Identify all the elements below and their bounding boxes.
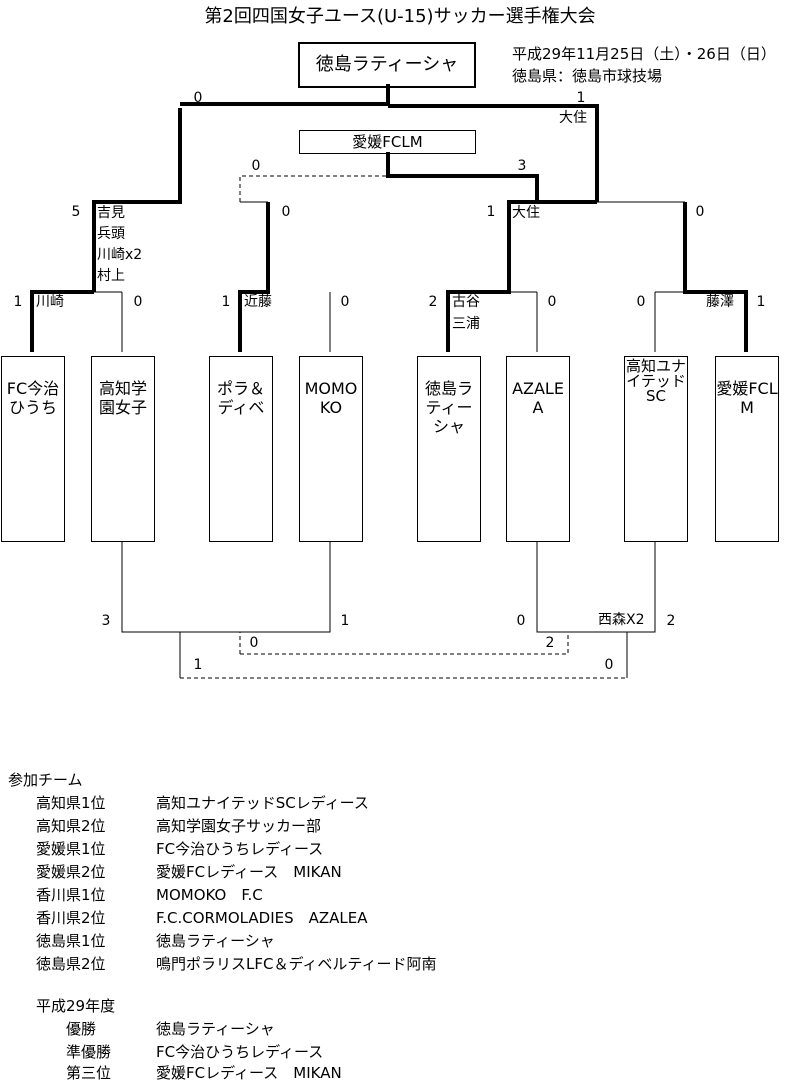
participant-rank: 高知県1位 — [36, 794, 106, 812]
result-rank: 第三位 — [66, 1064, 112, 1082]
result-rank: 準優勝 — [66, 1043, 112, 1061]
participant-rank: 徳島県1位 — [36, 932, 106, 950]
result-team: FC今治ひうちレディース — [156, 1043, 324, 1061]
scorer-sf1-2: 兵頭 — [97, 226, 125, 242]
scorer-qf1: 川崎 — [36, 294, 64, 310]
participant-rank: 徳島県2位 — [36, 955, 106, 973]
score-qf4-right: 1 — [756, 294, 766, 310]
score-cons-b-left: 0 — [516, 613, 526, 629]
participant-rank: 香川県2位 — [36, 909, 106, 927]
score-cons-a-right: 1 — [340, 613, 350, 629]
score-cons-c-left: 0 — [249, 635, 259, 651]
tournament-venue: 徳島県：徳島市球技場 — [512, 67, 663, 85]
team-name: 徳島ラティーシャ — [424, 379, 473, 436]
score-qf3-left: 2 — [428, 294, 438, 310]
scorer-sf1-3: 川崎x2 — [97, 247, 143, 263]
score-cons-c-right: 2 — [545, 635, 555, 651]
participant-team: 愛媛FCレディース MIKAN — [156, 863, 342, 881]
score-sf2-right: 0 — [695, 204, 705, 220]
team-name: AZALEA — [512, 379, 564, 417]
team-name: FC今治ひうち — [6, 379, 60, 417]
score-third-left: 0 — [251, 158, 261, 174]
score-qf1-right: 0 — [133, 294, 143, 310]
score-sf1-left: 5 — [71, 204, 81, 220]
scorer-qf3-2: 三浦 — [452, 316, 480, 332]
score-cons-d-left: 1 — [193, 657, 203, 673]
score-final-right: 1 — [576, 90, 586, 106]
team-box: 愛媛FCLM — [715, 356, 779, 542]
team-box: AZALEA — [506, 356, 570, 542]
participant-rank: 愛媛県2位 — [36, 863, 106, 881]
participant-team: MOMOKO F.C — [156, 886, 263, 904]
score-final-left: 0 — [193, 90, 203, 106]
scorer-qf3-1: 古谷 — [452, 294, 480, 310]
team-box: 高知ユナイテッドSC — [624, 356, 688, 542]
results-heading: 平成29年度 — [36, 997, 116, 1015]
scorer-final: 大住 — [559, 110, 587, 126]
team-box: FC今治ひうち — [1, 356, 65, 542]
team-name: 愛媛FCLM — [716, 379, 778, 417]
team-name: ポラ＆ディベ — [216, 379, 265, 417]
score-qf4-left: 0 — [636, 294, 646, 310]
scorer-sf2: 大住 — [512, 205, 540, 221]
team-box: 徳島ラティーシャ — [417, 356, 481, 542]
participant-team: 徳島ラティーシャ — [156, 932, 275, 950]
score-sf1-right: 0 — [281, 204, 291, 220]
score-qf3-right: 0 — [547, 294, 557, 310]
result-team: 愛媛FCレディース MIKAN — [156, 1064, 342, 1082]
score-third-right: 3 — [517, 158, 527, 174]
participants-heading: 参加チーム — [8, 771, 83, 789]
scorer-sf1-4: 村上 — [97, 268, 125, 284]
tournament-date: 平成29年11月25日（土）・26日（日） — [512, 45, 776, 63]
scorer-sf1-1: 吉見 — [97, 205, 125, 221]
result-rank: 優勝 — [66, 1020, 97, 1038]
participant-team: 高知学園女子サッカー部 — [156, 817, 322, 835]
score-qf2-right: 0 — [340, 294, 350, 310]
participant-team: 高知ユナイテッドSCレディース — [156, 794, 369, 812]
team-box: ポラ＆ディベ — [209, 356, 273, 542]
participant-team: 鳴門ポラリスLFC＆ディベルティード阿南 — [156, 955, 437, 973]
team-name: 高知ユナイテッドSC — [625, 357, 686, 405]
team-box: 高知学園女子 — [91, 356, 155, 542]
participant-rank: 愛媛県1位 — [36, 840, 106, 858]
result-team: 徳島ラティーシャ — [156, 1020, 275, 1038]
scorer-cons-b: 西森X2 — [598, 612, 645, 628]
team-box: MOMOKO — [299, 356, 363, 542]
participant-rank: 高知県2位 — [36, 817, 106, 835]
score-qf2-left: 1 — [221, 294, 231, 310]
score-sf2-left: 1 — [486, 204, 496, 220]
page-title: 第2回四国女子ユース(U-15)サッカー選手権大会 — [204, 6, 596, 27]
score-cons-d-right: 0 — [604, 657, 614, 673]
participant-rank: 香川県1位 — [36, 886, 106, 904]
participant-team: FC今治ひうちレディース — [156, 840, 324, 858]
team-name: MOMOKO — [304, 379, 358, 417]
scorer-qf2: 近藤 — [244, 294, 272, 310]
participant-team: F.C.CORMOLADIES AZALEA — [156, 909, 368, 927]
scorer-qf4: 藤澤 — [706, 294, 734, 310]
score-cons-b-right: 2 — [666, 613, 676, 629]
score-cons-a-left: 3 — [101, 613, 111, 629]
team-name: 高知学園女子 — [98, 379, 147, 417]
third-place-box: 愛媛FCLM — [299, 130, 476, 154]
score-qf1-left: 1 — [13, 294, 23, 310]
